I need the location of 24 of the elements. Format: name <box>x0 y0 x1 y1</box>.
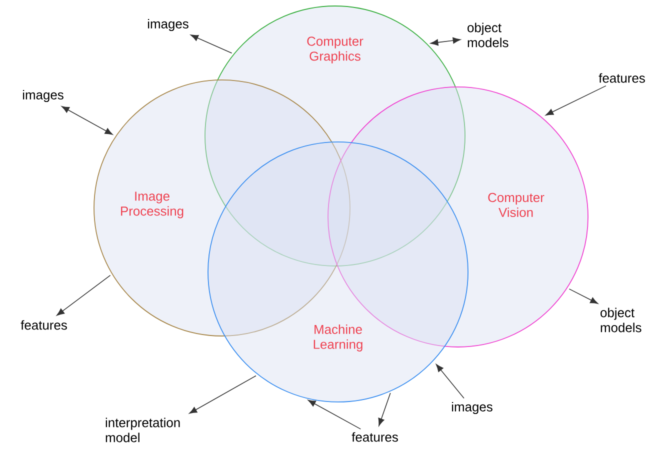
arrow <box>378 392 391 426</box>
term-label: images <box>23 90 64 102</box>
arrow <box>56 274 111 316</box>
term-label: interpretation model <box>106 418 180 442</box>
arrow <box>189 375 256 414</box>
term-label: images <box>148 18 188 32</box>
arrow <box>546 85 606 116</box>
arrow <box>61 106 113 135</box>
arrow <box>568 288 598 304</box>
term-label: images <box>452 402 492 414</box>
circle-label: Image Processing <box>121 192 184 218</box>
circle-label: Machine Learning <box>314 324 362 352</box>
circle-label: Computer Vision <box>488 192 544 218</box>
term-label: object models <box>600 308 642 332</box>
venn-circle <box>208 142 468 402</box>
arrow <box>430 37 461 46</box>
circle-label: Computer Graphics <box>307 36 364 64</box>
arrow <box>436 364 464 399</box>
term-label: features <box>20 320 67 330</box>
arrow <box>190 34 232 54</box>
arrow <box>308 400 362 430</box>
term-label: features <box>598 73 645 83</box>
term-label: object models <box>468 22 508 48</box>
term-label: features <box>352 432 398 442</box>
